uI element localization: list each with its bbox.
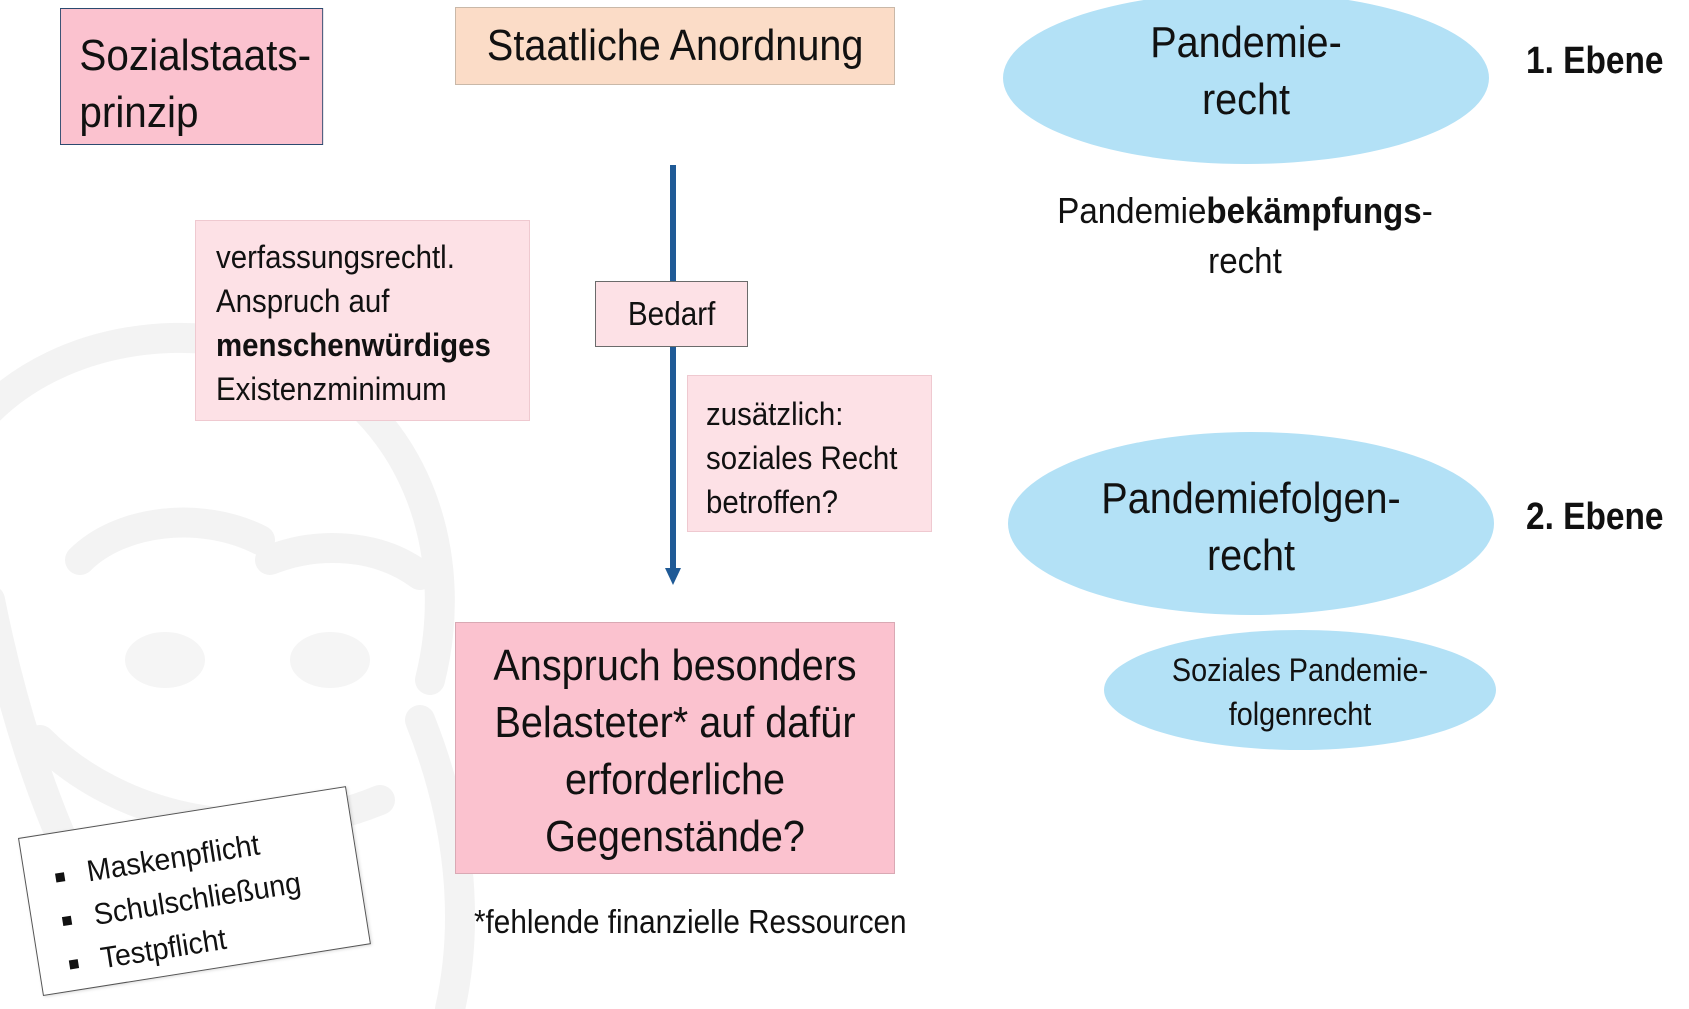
level-1-label: 1. Ebene [1526,40,1682,83]
zusaetzlich-line-1: zusätzlich: [706,396,844,432]
staatliche-anordnung-box: Staatliche Anordnung [455,7,895,85]
verfassungsrecht-line-3: menschenwürdiges [216,327,491,363]
verfassungsrecht-line-2: Anspruch auf [216,283,390,319]
staatliche-anordnung-label: Staatliche Anordnung [486,21,864,70]
pandemiebekaempfung-suffix: - [1421,190,1433,231]
pandemiebekaempfung-prefix: Pandemie [1057,190,1207,231]
pandemiebekaempfungsrecht-label: Pandemiebekämpfungs- recht [1020,186,1470,286]
anspruch-box: Anspruch besonders Belasteter* auf dafür… [455,622,895,874]
sozialstaatsprinzip-box: Sozialstaats- prinzip [60,8,324,145]
anspruch-line-2: Belasteter* auf dafür [494,698,856,747]
footnote-text: *fehlende finanzielle Ressourcen [474,903,907,940]
verfassungsrecht-line-1: verfassungsrechtl. [216,239,455,275]
anspruch-line-4: Gegenstände? [545,812,805,861]
bullet-icon [55,872,66,883]
pandemierecht-line-2: recht [1201,75,1291,124]
bullet-icon [61,915,73,926]
sozialstaatsprinzip-line-1: Sozialstaats- [79,31,312,80]
pandemiefolgenrecht-ellipse: Pandemiefolgen- recht [1008,432,1494,615]
pandemiefolgenrecht-line-1: Pandemiefolgen- [1101,474,1401,523]
level-2-text: 2. Ebene [1526,496,1664,538]
sozialstaatsprinzip-line-2: prinzip [79,88,199,137]
bullet-icon [68,959,80,970]
bedarf-box: Bedarf [595,281,748,347]
pandemiebekaempfung-line-1: Pandemiebekämpfungs- [1038,186,1452,236]
soziales-pandemiefolgenrecht-line-2: folgenrecht [1228,696,1372,732]
anspruch-line-3: erforderliche [564,755,786,804]
anspruch-line-1: Anspruch besonders [493,641,857,690]
pandemierecht-ellipse: Pandemie- recht [1003,0,1489,164]
pandemiebekaempfung-bold: bekämpfungs [1206,190,1422,231]
measures-list: Maskenpflicht Schulschließung Testpflich… [46,809,369,987]
bedarf-label: Bedarf [627,295,716,332]
pandemiefolgenrecht-line-2: recht [1206,531,1296,580]
pandemiebekaempfung-line-2: recht [1208,240,1282,281]
verfassungsrecht-box: verfassungsrechtl. Anspruch auf menschen… [195,220,530,421]
level-2-label: 2. Ebene [1526,496,1682,539]
zusaetzlich-box: zusätzlich: soziales Recht betroffen? [687,375,932,532]
soziales-pandemiefolgenrecht-ellipse: Soziales Pandemie- folgenrecht [1104,630,1496,750]
measures-card: Maskenpflicht Schulschließung Testpflich… [18,786,371,997]
down-arrow-icon [665,165,681,585]
pandemierecht-line-1: Pandemie- [1150,18,1342,67]
verfassungsrecht-line-4: Existenzminimum [216,371,447,407]
soziales-pandemiefolgenrecht-line-1: Soziales Pandemie- [1171,652,1429,688]
level-1-text: 1. Ebene [1526,40,1664,82]
zusaetzlich-line-3: betroffen? [706,484,839,520]
zusaetzlich-line-2: soziales Recht [706,440,898,476]
footnote: *fehlende finanzielle Ressourcen [474,903,955,941]
